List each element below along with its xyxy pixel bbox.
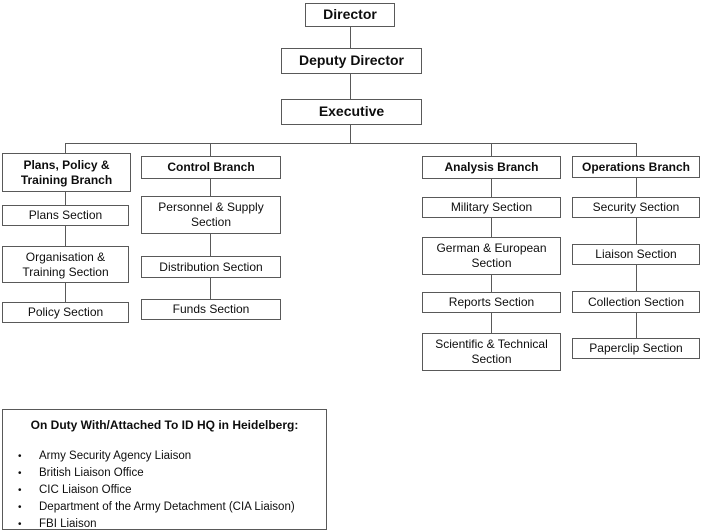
- node-director: Director: [305, 3, 395, 27]
- node-section-policy: Policy Section: [2, 302, 129, 323]
- attached-panel-item-label: CIC Liaison Office: [39, 484, 132, 496]
- attached-panel-item-label: Department of the Army Detachment (CIA L…: [39, 501, 295, 513]
- node-section-organisation-training: Organisation & Training Section: [2, 246, 129, 283]
- node-section-personnel-supply: Personnel & Supply Section: [141, 196, 281, 234]
- node-section-reports: Reports Section: [422, 292, 561, 313]
- node-section-liaison: Liaison Section: [572, 244, 700, 265]
- node-branch-operations: Operations Branch: [572, 156, 700, 178]
- attached-panel-item: • British Liaison Office: [3, 465, 326, 482]
- node-section-plans: Plans Section: [2, 205, 129, 226]
- attached-panel: On Duty With/Attached To ID HQ in Heidel…: [2, 409, 327, 530]
- node-branch-control: Control Branch: [141, 156, 281, 179]
- bullet-icon: •: [18, 485, 22, 496]
- node-executive: Executive: [281, 99, 422, 125]
- node-section-collection: Collection Section: [572, 291, 700, 313]
- attached-panel-list: • Army Security Agency Liaison • British…: [3, 448, 326, 532]
- attached-panel-item: • Army Security Agency Liaison: [3, 448, 326, 465]
- attached-panel-title: On Duty With/Attached To ID HQ in Heidel…: [30, 418, 299, 432]
- node-section-paperclip: Paperclip Section: [572, 338, 700, 359]
- node-section-security: Security Section: [572, 197, 700, 218]
- attached-panel-item-label: British Liaison Office: [39, 467, 144, 479]
- attached-panel-item-label: Army Security Agency Liaison: [39, 450, 192, 462]
- node-branch-analysis: Analysis Branch: [422, 156, 561, 179]
- attached-panel-item: • FBI Liaison: [3, 516, 326, 532]
- node-section-distribution: Distribution Section: [141, 256, 281, 278]
- bullet-icon: •: [18, 519, 22, 530]
- node-section-german-european: German & European Section: [422, 237, 561, 275]
- attached-panel-item: • CIC Liaison Office: [3, 482, 326, 499]
- bullet-icon: •: [18, 451, 22, 462]
- node-deputy-director: Deputy Director: [281, 48, 422, 74]
- bullet-icon: •: [18, 468, 22, 479]
- node-section-scientific-technical: Scientific & Technical Section: [422, 333, 561, 371]
- node-section-military: Military Section: [422, 197, 561, 218]
- bullet-icon: •: [18, 502, 22, 513]
- node-branch-plans-policy-training: Plans, Policy & Training Branch: [2, 153, 131, 192]
- node-section-funds: Funds Section: [141, 299, 281, 320]
- attached-panel-item-label: FBI Liaison: [39, 518, 97, 530]
- attached-panel-item: • Department of the Army Detachment (CIA…: [3, 499, 326, 516]
